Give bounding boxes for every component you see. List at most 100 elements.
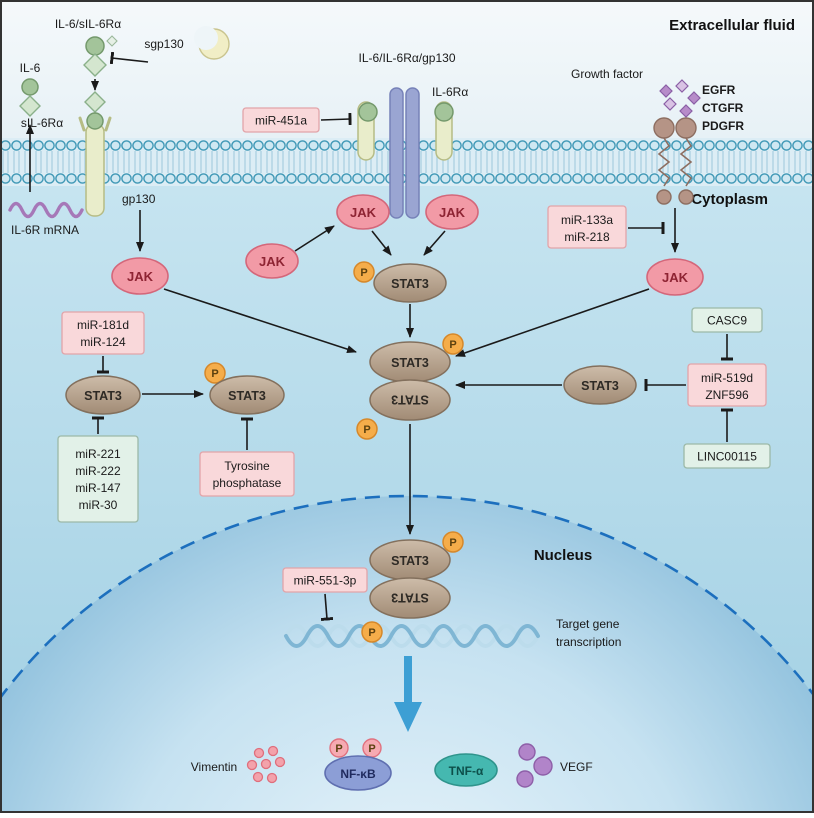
svg-text:miR-218: miR-218 [564,230,610,244]
stat3-monomer-right: STAT3 [563,365,637,405]
svg-text:STAT3: STAT3 [391,554,429,568]
svg-text:JAK: JAK [662,270,689,285]
casc9-box: CASC9 [691,307,763,333]
nucleus-label: Nucleus [534,547,592,564]
il6-label: IL-6 [20,61,41,75]
vimentin-dots [246,745,286,784]
svg-text:P: P [211,368,218,380]
stat3-dimer-nucleus: STAT3 STAT3 [369,539,451,619]
svg-text:Tyrosine: Tyrosine [224,459,270,473]
stat3-monomer-center: STAT3 [373,263,447,303]
svg-text:miR-221: miR-221 [75,447,121,461]
jak-oval-left: JAK [111,257,169,295]
svg-text:STAT3: STAT3 [391,393,429,407]
svg-text:STAT3: STAT3 [391,277,429,291]
il6r-mrna-squiggle [8,201,84,219]
il6r-mrna-label: IL-6R mRNA [11,223,79,237]
mir551-inhibit-line [320,593,334,621]
mir551-3p-box: miR-551-3p [282,567,368,593]
vegf-label: VEGF [560,760,593,774]
svg-text:CASC9: CASC9 [707,314,747,328]
jak-oval-right: JAK [646,258,704,296]
svg-text:P: P [368,743,375,755]
svg-text:P: P [449,339,456,351]
mir519d-znf596-box: miR-519d ZNF596 [687,363,767,407]
vegf-molecule [516,743,553,788]
mir221-222-147-30-box: miR-221 miR-222 miR-147 miR-30 [57,435,139,523]
vimentin-label: Vimentin [191,760,237,774]
svg-text:phosphatase: phosphatase [213,476,282,490]
ctgfr-label: CTGFR [702,101,744,115]
cytoplasm-label: Cytoplasm [691,191,768,208]
target-gene-label-line2: transcription [556,635,621,649]
svg-text:JAK: JAK [259,254,286,269]
phospho-circle-nucleus-top: P [442,531,464,553]
svg-text:ZNF596: ZNF596 [705,388,749,402]
phospho-circle-on-dna: P [361,621,383,643]
svg-text:NF-κB: NF-κB [340,767,376,781]
jak-oval-free: JAK [245,243,299,279]
il6-ligand [21,78,39,96]
svg-text:STAT3: STAT3 [84,389,122,403]
svg-text:miR-124: miR-124 [80,335,126,349]
svg-text:STAT3: STAT3 [228,389,266,403]
svg-text:JAK: JAK [127,269,154,284]
il6-sil6ra-complex-label: IL-6/sIL-6Rα [55,17,121,31]
svg-text:miR-451a: miR-451a [255,114,307,128]
il6ra-label: IL-6Rα [432,85,468,99]
stat3-dimer-cytoplasm: STAT3 STAT3 [369,341,451,421]
extracellular-label: Extracellular fluid [669,17,795,34]
svg-text:miR-551-3p: miR-551-3p [294,574,357,588]
jak-oval-receptor-left: JAK [336,194,390,230]
mir451a-box: miR-451a [242,107,320,133]
svg-text:P: P [360,267,367,279]
pdgfr-label: PDGFR [702,119,744,133]
jak-oval-receptor-right: JAK [425,194,479,230]
phospho-circle-left: P [204,362,226,384]
svg-text:STAT3: STAT3 [391,591,429,605]
stat3-monomer-left: STAT3 [65,375,141,415]
phospho-circle-dimer-bottom: P [356,418,378,440]
sgp130-inhibit-line [109,51,149,65]
phospho-circle-receptor-stat3: P [353,261,375,283]
svg-text:miR-30: miR-30 [79,498,118,512]
free-jak-arrow [294,225,335,252]
tyrosine-phosphatase-box: Tyrosine phosphatase [199,451,295,497]
svg-text:miR-519d: miR-519d [701,371,753,385]
svg-text:miR-133a: miR-133a [561,213,613,227]
svg-text:STAT3: STAT3 [581,379,619,393]
growth-factor-label: Growth factor [571,67,643,81]
svg-text:TNF-α: TNF-α [449,764,484,778]
phospho-circle-dimer-top: P [442,333,464,355]
svg-text:miR-222: miR-222 [75,464,121,478]
svg-text:P: P [363,424,370,436]
stat3-monomer-phosphorylated: STAT3 [209,375,285,415]
sgp130-label: sgp130 [144,37,184,51]
svg-text:LINC00115: LINC00115 [697,450,757,464]
egfr-label: EGFR [702,83,736,97]
jak-right-to-stat3-arrow [423,230,446,256]
sgp130-crescent-icon [194,26,230,60]
svg-text:P: P [449,537,456,549]
sil6ra-label: sIL-6Rα [21,116,63,130]
right-jak-to-dimer-arrow [455,288,650,357]
svg-text:miR-181d: miR-181d [77,318,129,332]
mir181d-mir124-box: miR-181d miR-124 [61,311,145,355]
sil6ra-diamond [19,95,41,117]
target-gene-label-line1: Target gene [556,617,620,631]
il6-sil6ra-complex [83,35,118,77]
gp130-receptor [78,91,112,217]
growth-factor-icons [659,79,701,118]
svg-text:miR-147: miR-147 [75,481,121,495]
mir133a-mir218-box: miR-133a miR-218 [547,205,627,249]
linc00115-box: LINC00115 [683,443,771,469]
left-jak-to-dimer-arrow [163,288,357,353]
receptor-complex-label: IL-6/IL-6Rα/gp130 [359,51,456,65]
svg-text:STAT3: STAT3 [391,356,429,370]
tnfa-molecule: TNF-α [434,753,498,787]
dna-helix [284,624,540,648]
svg-text:P: P [335,743,342,755]
